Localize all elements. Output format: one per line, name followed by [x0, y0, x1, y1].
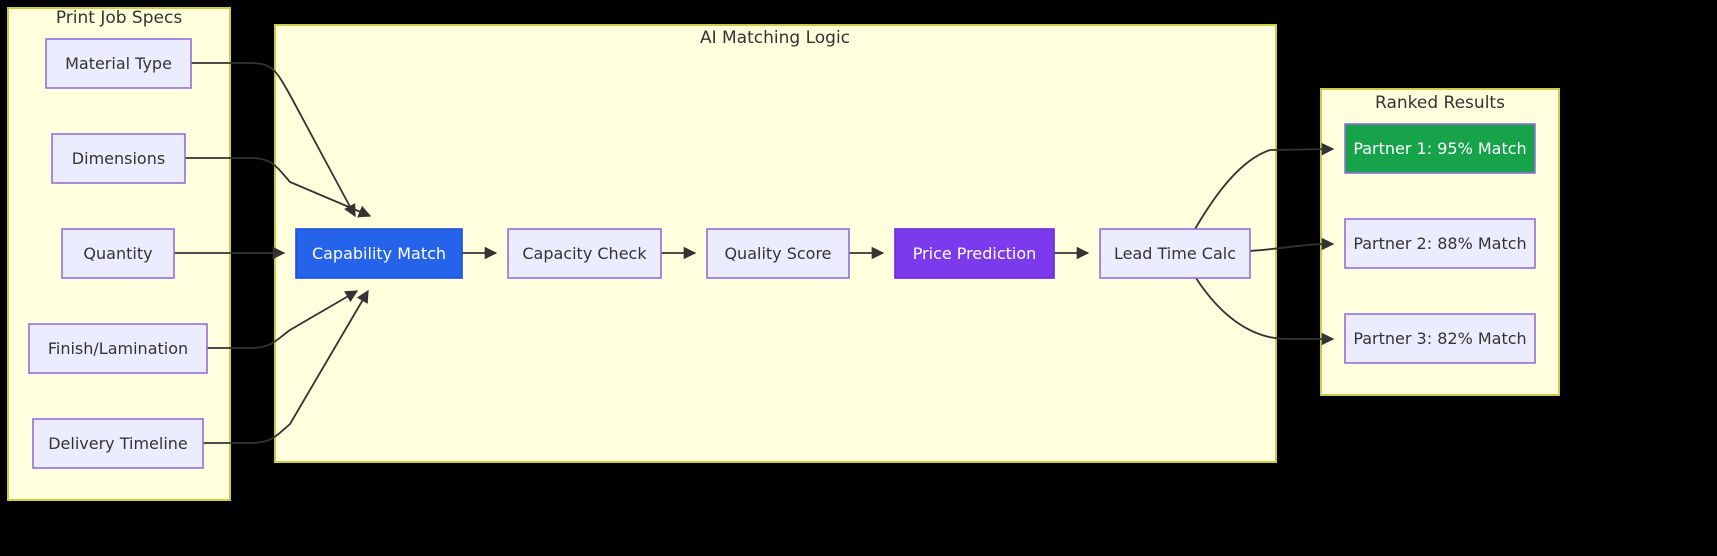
node-box-partner-3[interactable]: [1344, 313, 1536, 364]
edge-delivery-timeline-to-capability-match: [203, 289, 369, 444]
node-box-dimensions[interactable]: [51, 133, 186, 184]
edge-layer: [174, 62, 1335, 444]
node-box-quality-score[interactable]: [706, 228, 850, 279]
node-label-partner-2: Partner 2: 88% Match: [1353, 234, 1526, 253]
edge-lead-time-calc-to-partner-3: [1195, 277, 1335, 346]
edge-material-type-to-capability-match: [191, 62, 356, 218]
node-label-partner-1: Partner 1: 95% Match: [1353, 139, 1526, 158]
node-lead-time-calc[interactable]: Lead Time Calc: [1099, 228, 1251, 279]
node-box-partner-2[interactable]: [1344, 218, 1536, 269]
node-label-quantity: Quantity: [83, 244, 152, 263]
node-box-price-prediction[interactable]: [894, 228, 1055, 279]
cluster-title-ranked-results: Ranked Results: [1375, 93, 1505, 113]
edge-finish-lamination-to-capability-match: [207, 290, 359, 349]
node-box-finish-lamination[interactable]: [28, 323, 208, 374]
edge-dimensions-to-capability-match: [185, 157, 372, 218]
node-partner-2[interactable]: Partner 2: 88% Match: [1344, 218, 1536, 269]
node-dimensions[interactable]: Dimensions: [51, 133, 186, 184]
edge-lead-time-calc-to-partner-2: [1249, 237, 1335, 252]
node-label-quality-score: Quality Score: [724, 244, 831, 263]
node-label-lead-time-calc: Lead Time Calc: [1114, 244, 1236, 263]
node-label-capacity-check: Capacity Check: [522, 244, 647, 263]
node-price-prediction[interactable]: Price Prediction: [894, 228, 1055, 279]
node-partner-3[interactable]: Partner 3: 82% Match: [1344, 313, 1536, 364]
node-delivery-timeline[interactable]: Delivery Timeline: [32, 418, 204, 469]
node-box-capability-match[interactable]: [295, 228, 463, 279]
node-quality-score[interactable]: Quality Score: [706, 228, 850, 279]
cluster-title-ai-matching-logic: AI Matching Logic: [700, 28, 850, 48]
node-capability-match[interactable]: Capability Match: [295, 228, 463, 279]
node-layer: Material TypeDimensionsQuantityFinish/La…: [28, 38, 1536, 469]
node-material-type[interactable]: Material Type: [45, 38, 192, 89]
node-box-partner-1[interactable]: [1344, 123, 1536, 174]
cluster-title-print-job-specs: Print Job Specs: [56, 8, 183, 28]
node-finish-lamination[interactable]: Finish/Lamination: [28, 323, 208, 374]
node-label-delivery-timeline: Delivery Timeline: [48, 434, 188, 453]
node-box-delivery-timeline[interactable]: [32, 418, 204, 469]
node-partner-1[interactable]: Partner 1: 95% Match: [1344, 123, 1536, 174]
node-box-capacity-check[interactable]: [507, 228, 662, 279]
node-label-partner-3: Partner 3: 82% Match: [1353, 329, 1526, 348]
node-quantity[interactable]: Quantity: [61, 228, 175, 279]
node-box-lead-time-calc[interactable]: [1099, 228, 1251, 279]
node-label-material-type: Material Type: [65, 54, 172, 73]
node-label-dimensions: Dimensions: [72, 149, 165, 168]
node-label-finish-lamination: Finish/Lamination: [48, 339, 188, 358]
edge-lead-time-calc-to-partner-1: [1194, 142, 1335, 230]
node-capacity-check[interactable]: Capacity Check: [507, 228, 662, 279]
node-box-quantity[interactable]: [61, 228, 175, 279]
node-box-material-type[interactable]: [45, 38, 192, 89]
node-label-price-prediction: Price Prediction: [913, 244, 1037, 263]
node-label-capability-match: Capability Match: [312, 244, 446, 263]
